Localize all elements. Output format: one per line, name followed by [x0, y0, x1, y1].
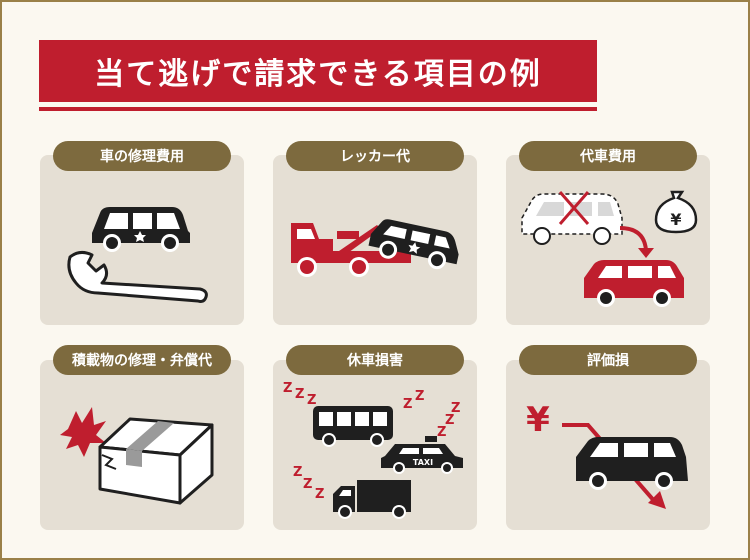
- impact-mark-icon: [60, 407, 106, 457]
- title-underline: [39, 107, 597, 111]
- item-label-text: 評価損: [587, 353, 629, 369]
- damaged-box-icon: [60, 407, 214, 505]
- money-bag-icon: ¥: [654, 190, 698, 234]
- item-label-depreciation: 評価損: [519, 345, 697, 375]
- item-label-text: レッカー代: [340, 149, 410, 165]
- svg-text:TAXI: TAXI: [413, 458, 433, 467]
- item-label-car-repair: 車の修理費用: [53, 141, 231, 171]
- svg-text:Z: Z: [403, 397, 412, 412]
- svg-text:Z: Z: [415, 389, 424, 404]
- depreciation-icon: ¥: [526, 400, 688, 509]
- dashed-car-icon: [521, 193, 623, 245]
- title-banner: 当て逃げで請求できる項目の例: [39, 40, 597, 102]
- truck-icon: [333, 480, 411, 519]
- item-label-text: 積載物の修理・弁償代: [72, 353, 212, 369]
- wrench-icon: [67, 250, 208, 303]
- svg-text:Z: Z: [445, 413, 454, 428]
- cross-mark-icon: [558, 191, 590, 225]
- svg-text:Z: Z: [303, 477, 312, 492]
- svg-text:Z: Z: [293, 465, 302, 480]
- svg-text:Z: Z: [437, 425, 446, 440]
- taxi-icon: TAXI: [381, 436, 463, 474]
- minivan-icon: [576, 437, 688, 490]
- red-car-icon: [584, 260, 684, 307]
- svg-text:Z: Z: [451, 401, 460, 416]
- towed-car-icon: [368, 219, 459, 270]
- svg-text:Z: Z: [283, 381, 292, 396]
- arrow-down-icon: [619, 226, 654, 258]
- item-label-tow: レッカー代: [286, 141, 464, 171]
- bus-icon: [313, 406, 393, 447]
- tow-truck-icon: [291, 219, 459, 277]
- item-label-cargo: 積載物の修理・弁償代: [53, 345, 231, 375]
- page-title: 当て逃げで請求できる項目の例: [94, 57, 542, 92]
- svg-text:Z: Z: [307, 393, 316, 408]
- item-label-text: 代車費用: [580, 149, 636, 165]
- svg-text:¥: ¥: [526, 400, 550, 440]
- yen-icon: ¥: [526, 400, 550, 440]
- minivan-icon: [92, 207, 190, 252]
- box-icon: [98, 417, 214, 505]
- car-and-wrench-icon: [67, 207, 208, 303]
- item-label-text: 車の修理費用: [100, 149, 184, 165]
- item-label-text: 休車損害: [347, 353, 403, 369]
- item-label-rental-car: 代車費用: [519, 141, 697, 171]
- sleep-z-icon: Z Z Z Z Z Z Z Z Z Z Z: [283, 381, 460, 502]
- svg-text:Z: Z: [295, 387, 304, 402]
- svg-text:¥: ¥: [670, 210, 681, 229]
- item-label-lost-business: 休車損害: [286, 345, 464, 375]
- replacement-car-icon: ¥: [521, 190, 698, 307]
- idle-vehicles-icon: Z Z Z Z Z Z Z Z Z Z Z TAXI: [283, 381, 463, 519]
- svg-text:Z: Z: [315, 487, 324, 502]
